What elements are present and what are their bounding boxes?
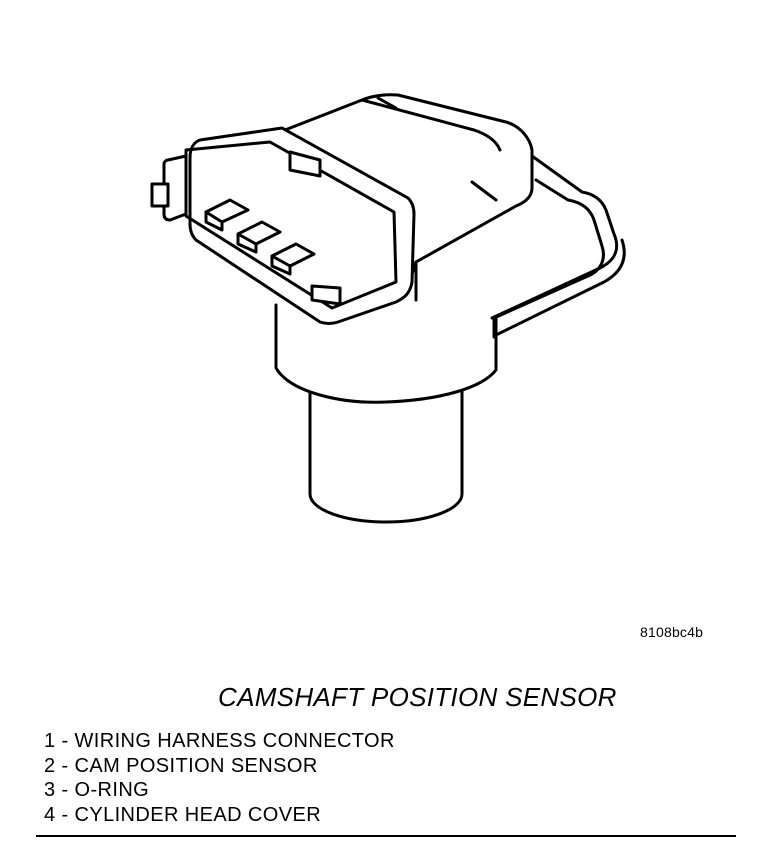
sensor-body — [283, 93, 534, 302]
legend-item: 3 - O-RING — [44, 779, 150, 801]
wiring-harness-connector — [150, 126, 416, 325]
sensor-mounting-flange — [490, 154, 626, 339]
figure-code: 8108bc4b — [640, 624, 704, 640]
legend-item: 1 - WIRING HARNESS CONNECTOR — [44, 730, 395, 752]
connector-terminals — [204, 198, 316, 276]
sensor-collar — [274, 303, 498, 404]
bottom-divider — [36, 835, 736, 837]
legend-item: 2 - CAM POSITION SENSOR — [44, 754, 318, 777]
camshaft-sensor-illustration — [150, 93, 626, 524]
sensor-probe-tip — [308, 388, 464, 524]
legend-list: 1 - WIRING HARNESS CONNECTOR 2 - CAM POS… — [44, 729, 395, 827]
legend-item: 4 - CYLINDER HEAD COVER — [44, 803, 322, 826]
diagram-title: CAMSHAFT POSITION SENSOR — [218, 682, 617, 712]
